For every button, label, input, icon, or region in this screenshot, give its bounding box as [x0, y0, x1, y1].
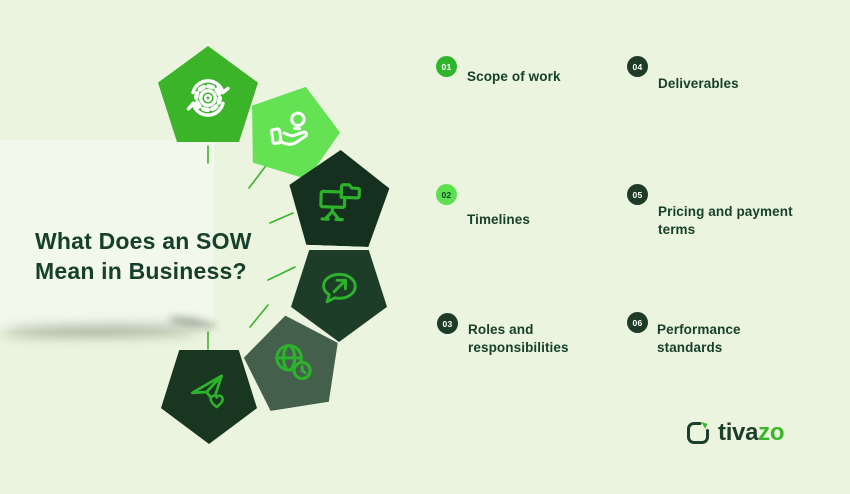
logo-text-primary: tiva: [718, 419, 759, 446]
item-06-badge: 06: [627, 312, 648, 333]
item-04-label: Deliverables: [658, 76, 739, 91]
sync-gear-icon: [186, 79, 230, 117]
speech-bubble-arrow-icon: [322, 272, 357, 304]
item-02-label: Timelines: [467, 212, 530, 227]
globe-clock-icon: [266, 336, 320, 390]
item-01-label: Scope of work: [467, 69, 561, 84]
paper-plane-heart-icon: [190, 374, 224, 409]
logo-text-accent: zo: [758, 419, 785, 446]
tivazo-logo: tivazo: [685, 419, 785, 447]
tivazo-logo-icon: [687, 422, 709, 444]
page-title-line2: Mean in Business?: [35, 258, 247, 284]
pentagon-3: [287, 148, 390, 247]
tivazo-logo-text: tivazo: [718, 419, 785, 447]
item-03-badge: 03: [437, 313, 458, 334]
pentagon-1: [158, 46, 258, 142]
pentagon-6: [161, 350, 257, 444]
item-05-badge: 05: [627, 184, 648, 205]
item-04-badge: 04: [627, 56, 648, 77]
page-title: What Does an SOW Mean in Business?: [35, 226, 252, 286]
item-06-label: Performance standards: [657, 322, 741, 355]
item-01-badge: 01: [436, 56, 457, 77]
title-card: [0, 140, 214, 330]
item-03-label: Roles and responsibilities: [468, 322, 569, 355]
item-02-badge: 02: [436, 184, 457, 205]
page-title-line1: What Does an SOW: [35, 228, 252, 254]
presentation-folder-icon: [310, 173, 368, 231]
pentagon-2: [236, 73, 350, 184]
item-05-label: Pricing and payment terms: [658, 204, 793, 237]
hand-lightbulb-icon: [263, 103, 322, 162]
pentagon-5: [238, 308, 346, 414]
